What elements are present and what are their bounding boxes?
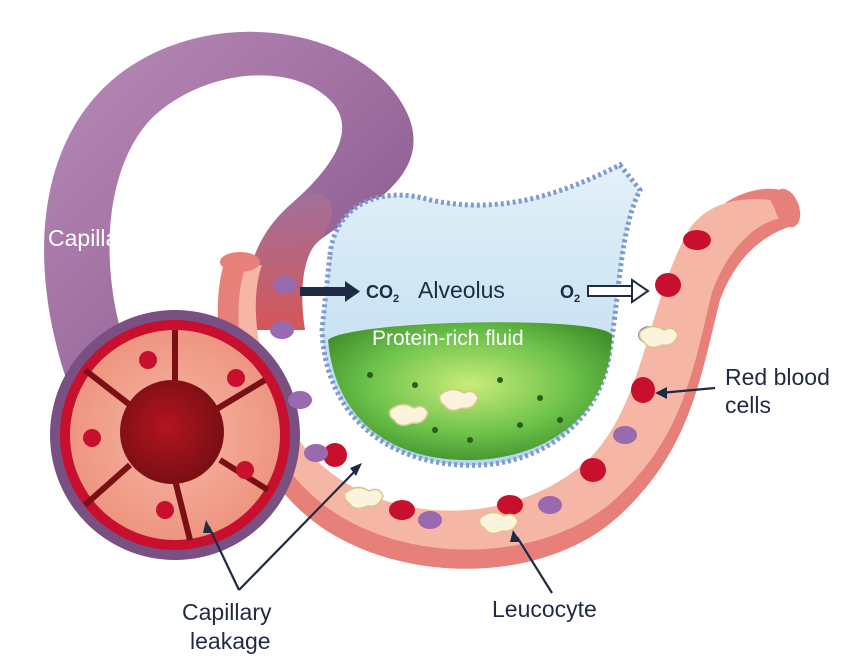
protein-fluid-label: Protein-rich fluid xyxy=(372,327,524,350)
red-blood-cells-label-line1: Red blood xyxy=(725,364,830,390)
capillary-label: Capillary xyxy=(48,225,138,251)
leucocyte-label: Leucocyte xyxy=(492,596,597,622)
alveolus-label: Alveolus xyxy=(418,277,505,303)
red-blood-cells-label-line2: cells xyxy=(725,392,771,418)
capillary-leakage-label-line1: Capillary xyxy=(182,599,272,625)
capillary-cross-section xyxy=(50,310,300,560)
capillary-leakage-label-line2: leakage xyxy=(190,628,271,654)
alveolus xyxy=(322,165,640,465)
